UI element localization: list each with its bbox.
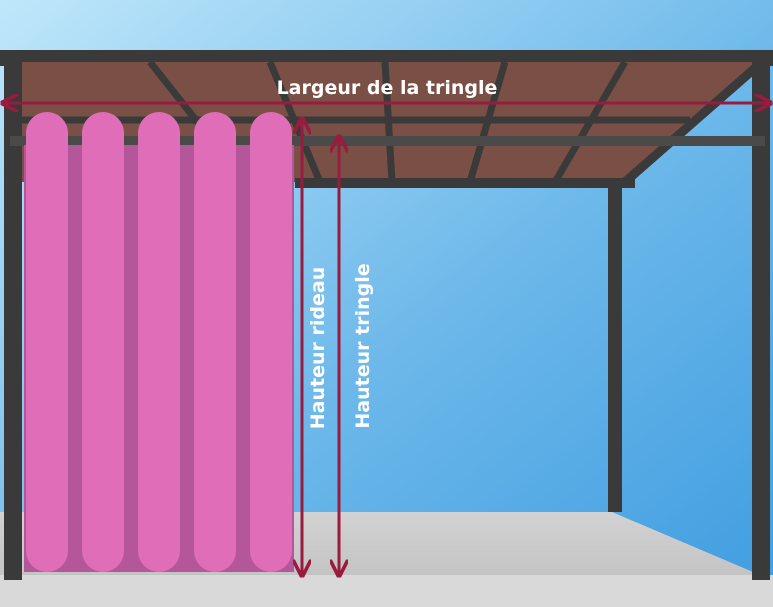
curtain-rod (10, 136, 765, 146)
right-roof-beam (622, 58, 765, 186)
curtain (24, 112, 294, 572)
curtain-panel (250, 112, 292, 572)
curtain-panel (26, 112, 68, 572)
rod-width-label: Largeur de la tringle (277, 77, 498, 99)
right-post (752, 55, 770, 580)
left-post (4, 55, 22, 580)
curtain-height-label: Hauteur rideau (307, 267, 329, 429)
dimension-arrows (4, 103, 769, 574)
curtain-panel (82, 112, 124, 572)
floor-front (0, 575, 773, 607)
curtain-panel (138, 112, 180, 572)
rear-beam (295, 178, 635, 188)
rod-height-label: Hauteur tringle (352, 263, 374, 428)
curtain-panel (194, 112, 236, 572)
rear-post (608, 182, 622, 512)
